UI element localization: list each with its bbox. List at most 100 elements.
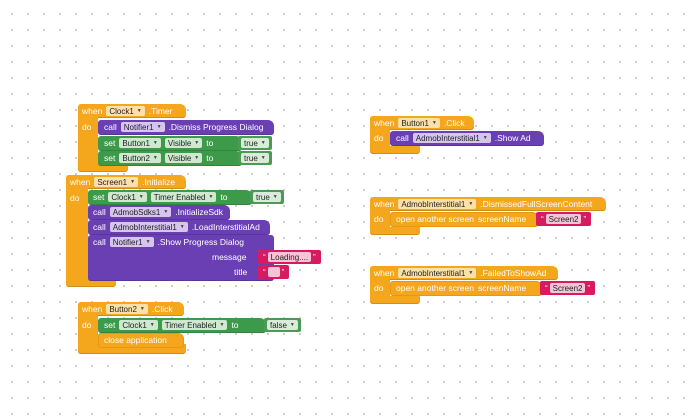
when-keyword: when <box>70 177 91 187</box>
to-keyword: to <box>231 320 239 330</box>
close-application-block[interactable] <box>98 333 184 348</box>
component-dropdown[interactable]: AdmobInterstitial1▼ <box>398 199 477 209</box>
component-dropdown[interactable]: AdmobSdks1▼ <box>109 207 172 217</box>
event-block-screen1-initialize[interactable]: when Screen1▼ .Initialize do set Clock1▼… <box>66 175 332 287</box>
screen-name-param-label: screenName <box>477 283 527 293</box>
when-keyword: when <box>82 106 103 116</box>
when-keyword: when <box>374 118 395 128</box>
call-keyword: call <box>93 222 106 232</box>
logic-value-block[interactable]: false▼ <box>264 318 301 332</box>
boolean-dropdown[interactable]: false▼ <box>267 320 298 330</box>
chevron-down-icon: ▼ <box>194 140 200 146</box>
open-another-screen-block[interactable] <box>390 281 542 296</box>
chevron-down-icon: ▼ <box>152 140 158 146</box>
to-keyword: to <box>206 138 214 148</box>
chevron-down-icon: ▼ <box>272 194 278 200</box>
quote-open-icon: “ <box>545 283 548 293</box>
logic-value-block[interactable]: true▼ <box>238 136 272 150</box>
component-dropdown[interactable]: AdmobInterstitial1▼ <box>398 268 477 278</box>
event-block-clock1-timer[interactable]: when Clock1▼ .Timer do call Notifier1▼ .… <box>78 104 278 172</box>
event-name: .FailedToShowAd <box>480 268 547 278</box>
method-name: .Dismiss Progress Dialog <box>168 122 264 132</box>
text-value-block[interactable]: “ ” <box>258 265 290 279</box>
chevron-down-icon: ▼ <box>130 179 136 185</box>
message-param-label: message <box>212 252 247 262</box>
component-dropdown[interactable]: AdmobInterstitial1▼ <box>109 222 188 232</box>
boolean-dropdown[interactable]: true▼ <box>253 192 281 202</box>
close-application-label: close application <box>104 335 167 345</box>
method-name: .InitializeSdk <box>175 207 224 217</box>
chevron-down-icon: ▼ <box>139 306 145 312</box>
event-block-button1-click[interactable]: when Button1▼ .Click do call AdmobInters… <box>370 116 550 154</box>
component-dropdown[interactable]: Screen1▼ <box>94 177 139 187</box>
chevron-down-icon: ▼ <box>136 108 142 114</box>
component-dropdown[interactable]: Clock1▼ <box>119 320 158 330</box>
component-dropdown[interactable]: Clock1▼ <box>106 106 145 116</box>
text-value-block[interactable]: “ Loading.... ” <box>258 250 321 264</box>
quote-open-icon: “ <box>263 267 266 277</box>
text-value-block[interactable]: “ Screen2 ” <box>540 281 596 295</box>
event-name: .DismissedFullScreenContent <box>480 199 593 209</box>
message-text-field[interactable]: Loading.... <box>267 252 312 262</box>
component-dropdown[interactable]: Button2▼ <box>106 304 148 314</box>
method-name: .LoadInterstitialAd <box>191 222 260 232</box>
component-dropdown[interactable]: Notifier1▼ <box>109 237 154 247</box>
quote-open-icon: “ <box>263 252 266 262</box>
event-name: .Click <box>151 304 173 314</box>
boolean-dropdown[interactable]: true▼ <box>241 138 269 148</box>
chevron-down-icon: ▼ <box>468 201 474 207</box>
to-keyword: to <box>206 153 214 163</box>
chevron-down-icon: ▼ <box>179 224 185 230</box>
component-dropdown[interactable]: Clock1▼ <box>108 192 147 202</box>
set-keyword: set <box>104 153 116 163</box>
call-keyword: call <box>104 122 117 132</box>
chevron-down-icon: ▼ <box>149 322 155 328</box>
event-block-button2-click[interactable]: when Button2▼ .Click do set Clock1▼ Time… <box>78 302 308 354</box>
quote-close-icon: ” <box>313 252 316 262</box>
component-dropdown[interactable]: Button2▼ <box>119 153 161 163</box>
logic-value-block[interactable]: true▼ <box>238 151 272 165</box>
do-keyword: do <box>374 283 384 293</box>
chevron-down-icon: ▼ <box>482 135 488 141</box>
when-keyword: when <box>374 268 395 278</box>
set-keyword: set <box>93 192 105 202</box>
open-screen-label: open another screen <box>396 214 474 224</box>
property-dropdown[interactable]: Visible▼ <box>164 138 203 148</box>
call-keyword: call <box>93 237 106 247</box>
event-block-dismissed-fullscreen[interactable]: when AdmobInterstitial1▼ .DismissedFullS… <box>370 197 610 235</box>
property-dropdown[interactable]: Visible▼ <box>164 153 203 163</box>
chevron-down-icon: ▼ <box>260 155 266 161</box>
quote-close-icon: ” <box>281 267 285 277</box>
text-value-block[interactable]: “ Screen2 ” <box>536 212 592 226</box>
chevron-down-icon: ▼ <box>289 322 295 328</box>
screen-name-text-field[interactable]: Screen2 <box>545 214 582 224</box>
set-keyword: set <box>104 320 116 330</box>
open-another-screen-block[interactable] <box>390 212 538 227</box>
to-keyword: to <box>220 192 228 202</box>
component-dropdown[interactable]: Button1▼ <box>398 118 440 128</box>
do-keyword: do <box>70 193 80 203</box>
chevron-down-icon: ▼ <box>468 270 474 276</box>
component-dropdown[interactable]: AdmobInterstitial1▼ <box>412 133 491 143</box>
title-text-field[interactable] <box>267 267 280 277</box>
event-block-failed-to-show-ad[interactable]: when AdmobInterstitial1▼ .FailedToShowAd… <box>370 266 610 304</box>
set-keyword: set <box>104 138 116 148</box>
method-name: .Show Progress Dialog <box>157 237 244 247</box>
property-dropdown[interactable]: Timer Enabled▼ <box>161 320 228 330</box>
event-name: .Click <box>443 118 465 128</box>
boolean-dropdown[interactable]: true▼ <box>241 153 269 163</box>
chevron-down-icon: ▼ <box>208 194 214 200</box>
logic-value-block[interactable]: true▼ <box>250 190 284 204</box>
chevron-down-icon: ▼ <box>145 239 151 245</box>
chevron-down-icon: ▼ <box>431 120 437 126</box>
quote-open-icon: “ <box>541 214 544 224</box>
screen-name-text-field[interactable]: Screen2 <box>549 283 586 293</box>
quote-close-icon: ” <box>587 283 591 293</box>
title-param-label: title <box>234 267 248 277</box>
property-dropdown[interactable]: Timer Enabled▼ <box>150 192 217 202</box>
when-keyword: when <box>82 304 103 314</box>
screen-name-param-label: screenName <box>477 214 527 224</box>
chevron-down-icon: ▼ <box>138 194 144 200</box>
component-dropdown[interactable]: Button1▼ <box>119 138 161 148</box>
component-dropdown[interactable]: Notifier1▼ <box>120 122 165 132</box>
